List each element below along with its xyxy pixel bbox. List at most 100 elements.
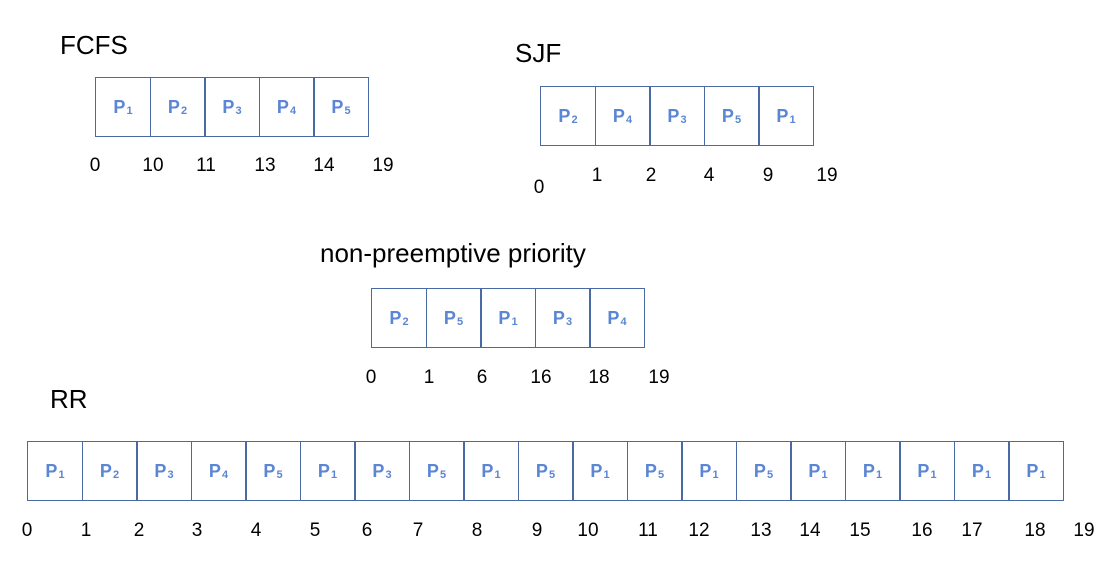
- time-tick-label: 13: [254, 155, 276, 176]
- time-tick-label: 11: [638, 520, 658, 541]
- process-label: P: [498, 307, 511, 328]
- process-number: 1: [875, 469, 883, 481]
- fcfs-title: FCFS: [60, 30, 128, 60]
- process-label: P: [481, 460, 494, 481]
- time-tick-label: 6: [476, 367, 488, 388]
- time-tick-label: 17: [961, 520, 983, 541]
- process-number: 1: [330, 469, 338, 481]
- process-number: 1: [511, 316, 518, 328]
- process-number: 4: [620, 316, 627, 328]
- time-tick-label: 0: [533, 177, 545, 198]
- time-tick-label: 10: [577, 520, 599, 541]
- process-label: P: [776, 105, 789, 126]
- time-tick-label: 12: [688, 520, 710, 541]
- process-number: 4: [625, 114, 633, 126]
- time-tick-label: 0: [365, 367, 377, 388]
- process-number: 5: [548, 469, 556, 481]
- process-label: P: [721, 105, 734, 126]
- sjf-title: SJF: [515, 38, 562, 68]
- time-tick-label: 4: [703, 165, 715, 186]
- process-label: P: [612, 105, 625, 126]
- process-number: 4: [221, 469, 229, 481]
- process-label: P: [808, 460, 821, 481]
- process-number: 1: [1039, 469, 1046, 481]
- time-tick-label: 19: [372, 155, 394, 176]
- process-number: 2: [402, 316, 409, 328]
- process-number: 2: [180, 105, 188, 117]
- time-tick-label: 6: [361, 520, 373, 541]
- process-label: P: [443, 307, 456, 328]
- process-number: 3: [167, 469, 174, 481]
- time-tick-label: 16: [911, 520, 933, 541]
- process-number: 2: [112, 469, 120, 481]
- process-label: P: [862, 460, 875, 481]
- time-tick-label: 15: [849, 520, 871, 541]
- process-number: 2: [571, 114, 578, 126]
- process-number: 5: [734, 114, 742, 126]
- process-number: 1: [789, 114, 796, 126]
- process-number: 3: [235, 105, 242, 117]
- time-tick-label: 1: [80, 520, 92, 541]
- process-number: 1: [494, 469, 501, 481]
- process-number: 5: [766, 469, 774, 481]
- process-label: P: [154, 460, 167, 481]
- time-tick-label: 10: [142, 155, 164, 176]
- time-tick-label: 16: [530, 367, 552, 388]
- time-tick-label: 9: [531, 520, 543, 541]
- time-tick-label: 19: [1073, 520, 1095, 541]
- process-number: 1: [821, 469, 828, 481]
- process-label: P: [99, 460, 112, 481]
- time-tick-label: 1: [423, 367, 435, 388]
- time-tick-label: 1: [591, 165, 603, 186]
- process-label: P: [917, 460, 930, 481]
- process-label: P: [644, 460, 657, 481]
- process-number: 1: [126, 105, 133, 117]
- process-label: P: [331, 96, 344, 117]
- process-number: 3: [680, 114, 687, 126]
- time-tick-label: 3: [191, 520, 203, 541]
- process-label: P: [1026, 460, 1039, 481]
- process-number: 1: [984, 469, 992, 481]
- priority-title: non-preemptive priority: [320, 238, 586, 268]
- process-label: P: [607, 307, 620, 328]
- time-tick-label: 5: [309, 520, 321, 541]
- time-tick-label: 2: [133, 520, 145, 541]
- process-label: P: [971, 460, 984, 481]
- time-tick-label: 4: [250, 520, 262, 541]
- time-tick-label: 19: [816, 165, 838, 186]
- process-number: 5: [344, 105, 351, 117]
- time-tick-label: 14: [799, 520, 821, 541]
- time-tick-label: 9: [762, 165, 774, 186]
- time-tick-label: 18: [588, 367, 610, 388]
- process-label: P: [753, 460, 766, 481]
- process-number: 4: [289, 105, 297, 117]
- process-number: 5: [439, 469, 447, 481]
- process-label: P: [667, 105, 680, 126]
- process-label: P: [699, 460, 712, 481]
